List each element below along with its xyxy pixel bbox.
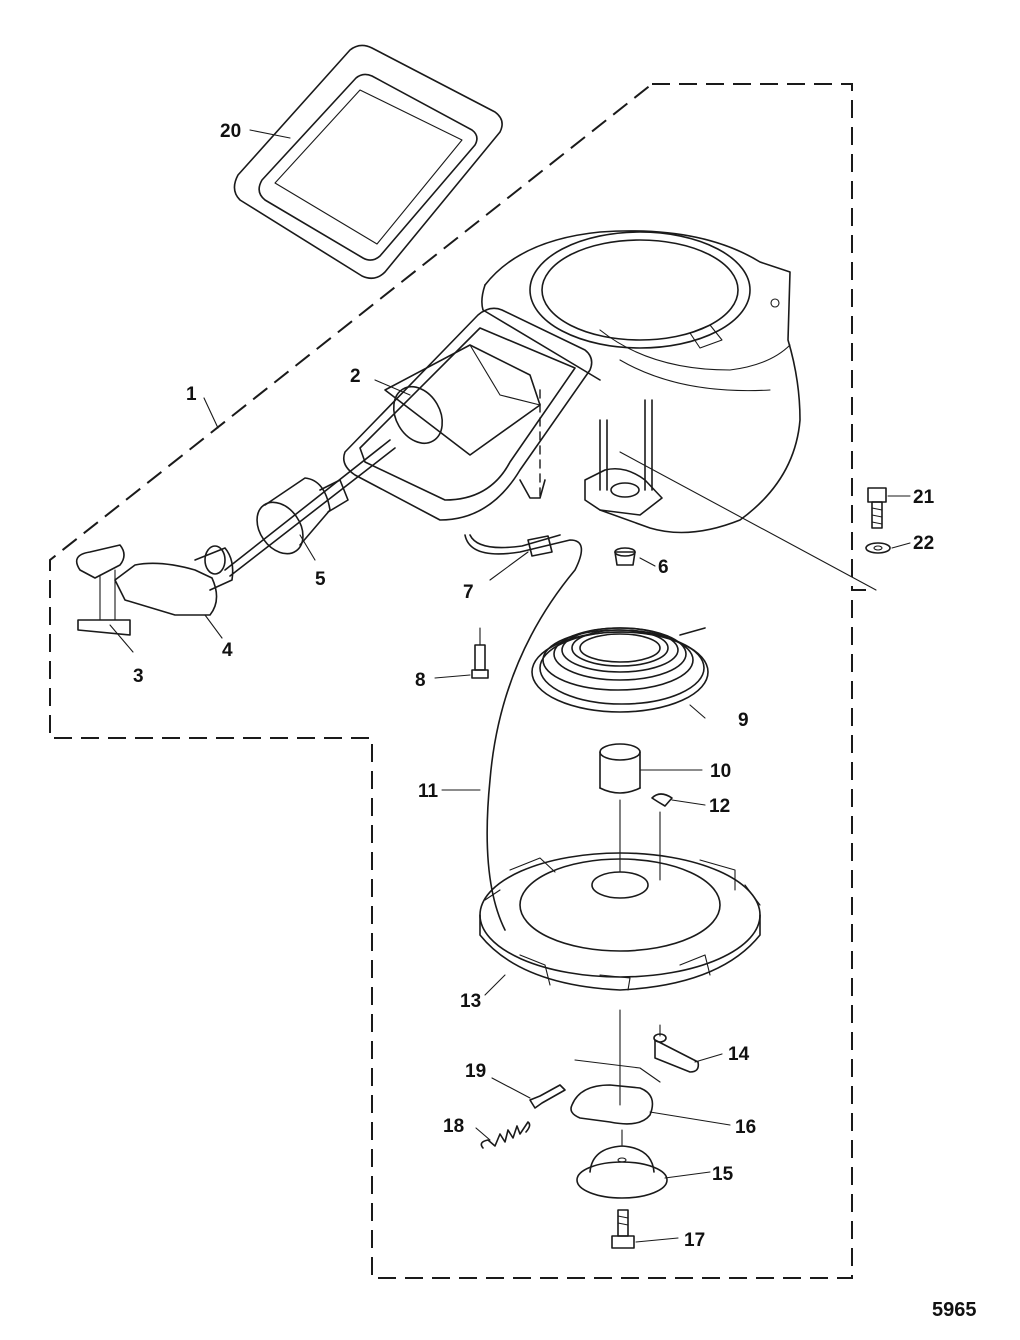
- callout-7: 7: [463, 582, 474, 603]
- callout-17: 17: [684, 1230, 705, 1251]
- callout-1: 1: [186, 384, 197, 405]
- callout-22: 22: [913, 533, 934, 554]
- assembly-boundary: [49, 83, 875, 1279]
- part-6-grommet: [614, 547, 636, 566]
- callout-8: 8: [415, 670, 426, 691]
- part-19-pin: [529, 1084, 566, 1109]
- figure-number: 5965: [932, 1299, 977, 1321]
- callout-3: 3: [133, 666, 144, 687]
- part-8-screw: [471, 627, 489, 679]
- part-5-rope-guide: [224, 439, 396, 577]
- callout-19: 19: [465, 1061, 486, 1082]
- callout-15: 15: [712, 1164, 734, 1185]
- callout-16: 16: [735, 1117, 756, 1138]
- part-13-pulley: [479, 852, 761, 991]
- callout-5: 5: [315, 569, 326, 590]
- callout-6: 6: [658, 557, 669, 578]
- part-22-washer: [865, 542, 891, 554]
- callout-20: 20: [220, 121, 241, 142]
- part-9-spring: [531, 627, 709, 713]
- part-17-screw: [611, 1209, 635, 1249]
- part-11-rope: [464, 534, 583, 931]
- callout-4: 4: [222, 640, 233, 661]
- part-20-grip: [233, 44, 503, 280]
- callout-9: 9: [738, 710, 749, 731]
- part-4-handle: [114, 545, 234, 616]
- starter-housing: [342, 230, 801, 534]
- callout-21: 21: [913, 487, 935, 508]
- part-12-clip: [651, 793, 673, 881]
- part-21-bolt: [867, 487, 887, 529]
- part-3-clip: [75, 544, 131, 636]
- callout-10: 10: [710, 761, 731, 782]
- callouts: 20 1 2 3 4 5 6 7 8 9 10 12 11 13 14 19 1…: [133, 121, 935, 1251]
- part-16-plate: [570, 1059, 661, 1125]
- callout-14: 14: [728, 1044, 750, 1065]
- part-18-spring: [480, 1121, 531, 1149]
- part-15-cap: [576, 1129, 668, 1199]
- callout-18: 18: [443, 1116, 464, 1137]
- callout-2: 2: [350, 366, 361, 387]
- part-14-pawl: [653, 1024, 700, 1073]
- callout-13: 13: [460, 991, 481, 1012]
- callout-12: 12: [709, 796, 730, 817]
- callout-11: 11: [418, 781, 439, 802]
- leader-lines: [109, 379, 911, 1243]
